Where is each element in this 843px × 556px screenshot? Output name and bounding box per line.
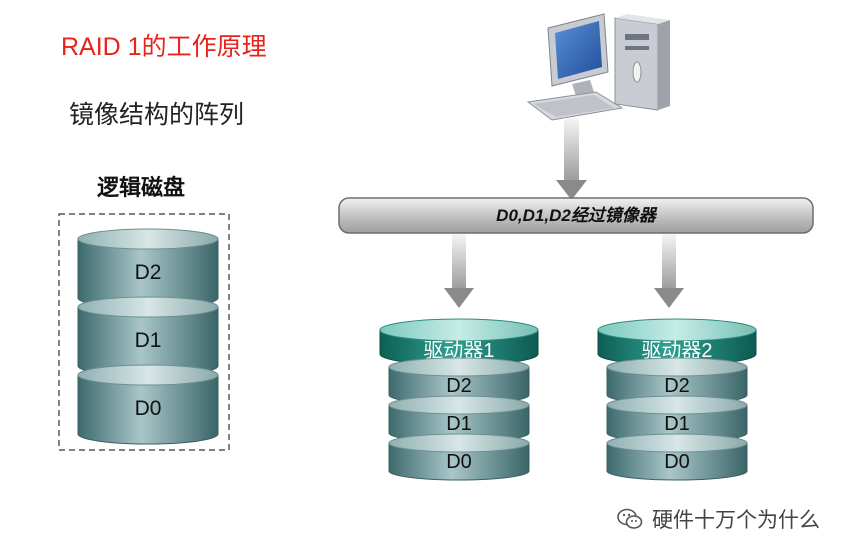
disk-layer: D2	[77, 228, 219, 309]
page-title: RAID 1的工作原理	[61, 33, 267, 61]
down-arrow-icon	[654, 234, 684, 308]
disk-layer-label: D0	[135, 397, 162, 420]
drive-name: 驱动器1	[423, 339, 494, 362]
disk-layer-label: D0	[446, 451, 472, 473]
disk-layer-label: D0	[664, 451, 690, 473]
drive-2: 驱动器2 D2 D1 D0	[597, 318, 757, 481]
watermark: 硬件十万个为什么	[616, 504, 820, 534]
drive-name: 驱动器2	[641, 339, 712, 362]
drive-header: 驱动器2	[597, 318, 757, 366]
computer-icon	[526, 13, 670, 121]
disk-layer: D2	[388, 357, 530, 405]
logical-disk-frame	[58, 213, 230, 451]
logical-disk-stack: D2 D1 D0	[77, 228, 219, 445]
disk-layer: D0	[388, 433, 530, 481]
disk-layer: D0	[606, 433, 748, 481]
page-subtitle: 镜像结构的阵列	[69, 101, 245, 129]
down-arrow-icon	[556, 118, 587, 200]
drive-header: 驱动器1	[379, 318, 539, 366]
disk-layer: D1	[388, 395, 530, 443]
watermark-text: 硬件十万个为什么	[652, 509, 820, 532]
mirror-bus: D0,D1,D2经过镜像器	[338, 197, 814, 234]
wechat-icon	[617, 508, 643, 529]
disk-layer-label: D1	[446, 413, 472, 435]
down-arrow-icon	[444, 234, 474, 308]
disk-layer: D1	[77, 296, 219, 377]
disk-layer-label: D2	[664, 375, 690, 397]
logical-disk-label: 逻辑磁盘	[97, 175, 186, 200]
mirror-bus-label: D0,D1,D2经过镜像器	[496, 206, 658, 225]
disk-layer-label: D2	[135, 261, 162, 284]
disk-layer: D0	[77, 364, 219, 445]
drive-1: 驱动器1 D2 D1 D0	[379, 318, 539, 481]
disk-layer-label: D2	[446, 375, 472, 397]
disk-layer: D1	[606, 395, 748, 443]
disk-layer: D2	[606, 357, 748, 405]
disk-layer-label: D1	[135, 329, 162, 352]
disk-layer-label: D1	[664, 413, 690, 435]
